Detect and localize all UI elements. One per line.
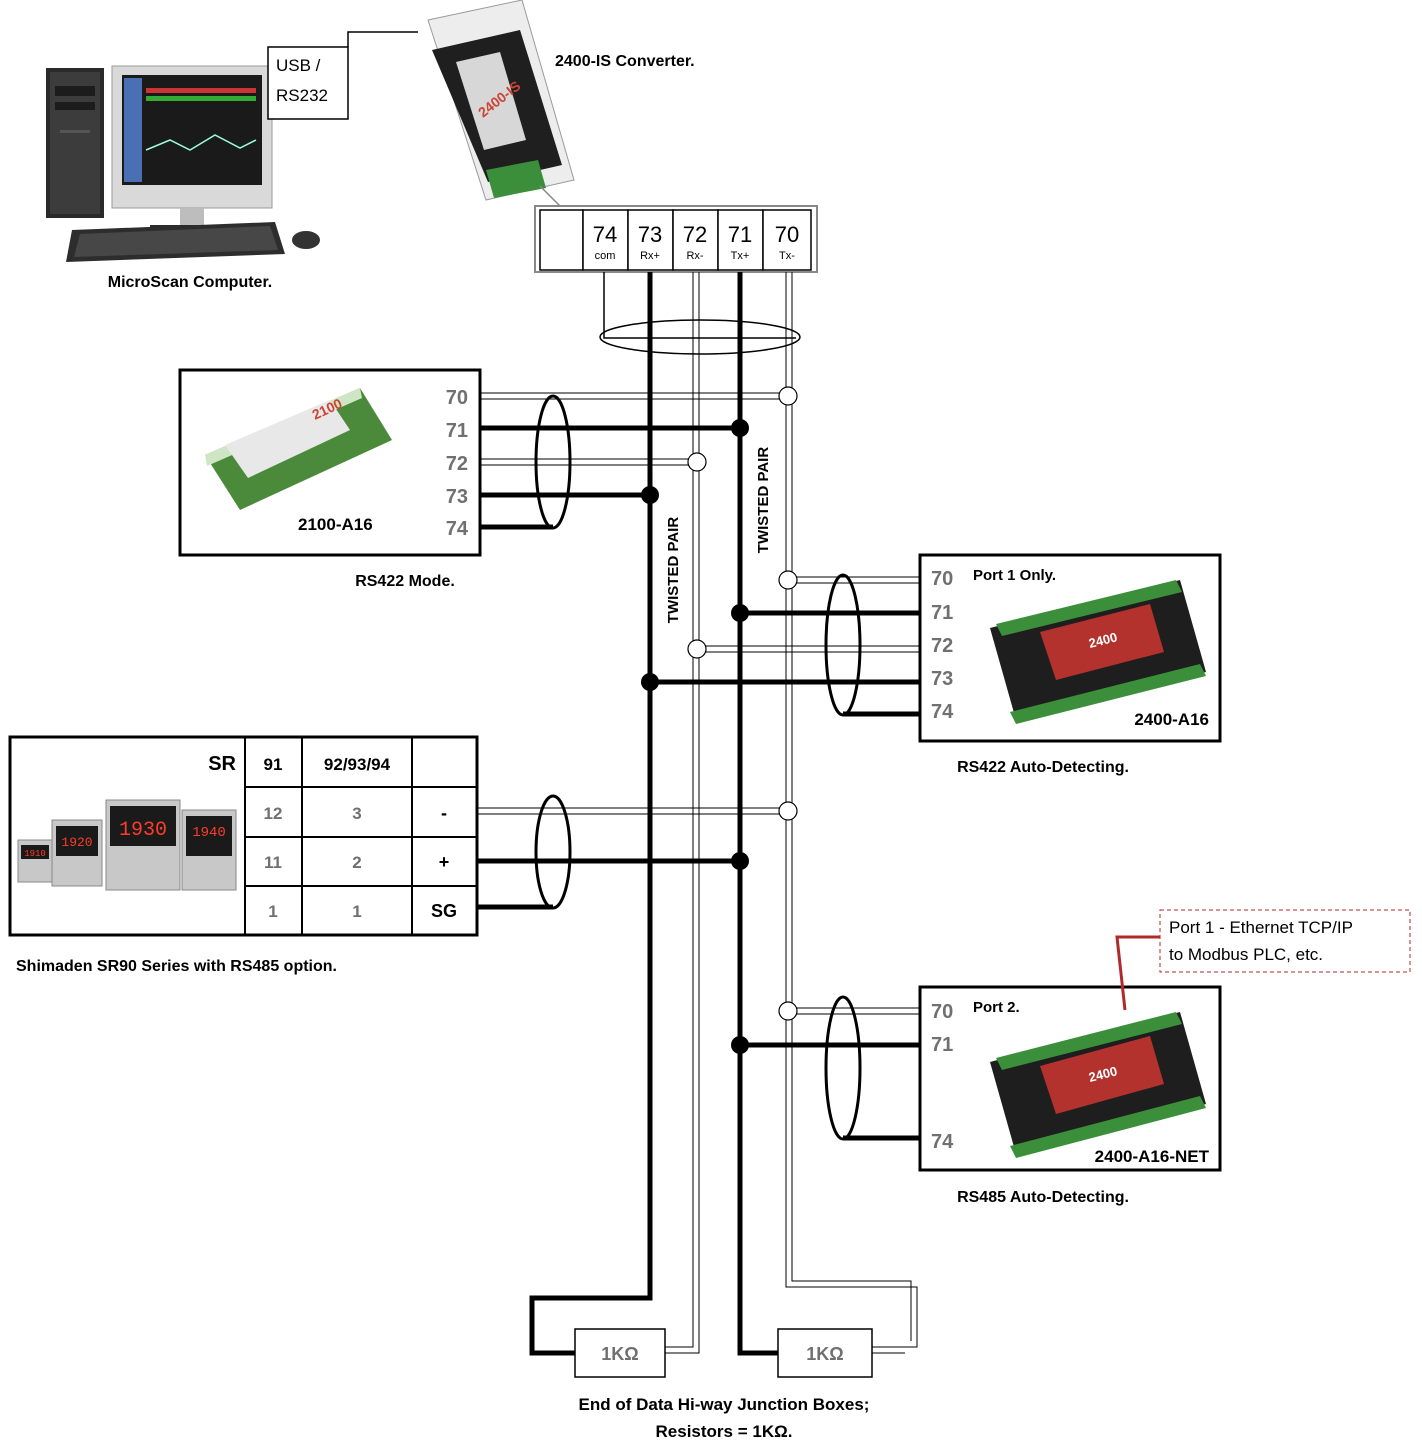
device-2400-name: 2400-A16 <box>1134 710 1209 729</box>
terminal-73-number: 73 <box>638 222 662 247</box>
computer-illustration: MicroScan Computer. <box>46 65 320 291</box>
device-2400-a16-net: 2400 Port 2. 70 71 74 2400-A16-NET RS485… <box>918 985 1222 1206</box>
device-2400-a16: 2400 Port 1 Only. 70 71 72 73 74 2400-A1… <box>918 553 1222 776</box>
twisted-pair-label-right: TWISTED PAIR <box>755 447 772 554</box>
device-2400-wiring <box>650 570 920 717</box>
shimaden-cell: 1 <box>268 902 277 921</box>
terminal-71-number: 71 <box>728 222 752 247</box>
device-net-terminal-71: 71 <box>931 1034 953 1056</box>
device-net-badge: 2400 <box>1087 1063 1119 1085</box>
usb-link: USB / RS232 <box>267 31 418 120</box>
shimaden-signal-minus: - <box>441 803 447 823</box>
terminal-72-label: Rx- <box>686 250 703 262</box>
shimaden-display-2: 1920 <box>61 835 92 850</box>
rs232-label: RS232 <box>276 86 328 105</box>
device-2400-caption: RS422 Auto-Detecting. <box>957 759 1129 776</box>
termination-resistors: 1KΩ 1KΩ End of Data Hi-way Junction Boxe… <box>574 1328 873 1441</box>
converter-caption: 2400-IS Converter. <box>555 53 695 70</box>
device-2100-wiring <box>480 386 798 530</box>
ethernet-callout: Port 1 - Ethernet TCP/IP to Modbus PLC, … <box>1115 909 1411 1011</box>
device-net-caption: RS485 Auto-Detecting. <box>957 1189 1129 1206</box>
terminal-70-number: 70 <box>775 222 799 247</box>
device-net-name: 2400-A16-NET <box>1095 1147 1210 1166</box>
shimaden-cell: 1 <box>352 902 361 921</box>
device-2100-terminal-70: 70 <box>446 387 468 409</box>
terminal-70-label: Tx- <box>779 250 795 262</box>
terminal-74-label: com <box>595 250 616 262</box>
twisted-pair-label-left: TWISTED PAIR <box>665 517 682 624</box>
resistor-caption-line-1: End of Data Hi-way Junction Boxes; <box>579 1395 870 1414</box>
shimaden-block: 1930 1920 1940 1910 SR 91 92/93/94 12 3 … <box>8 735 479 975</box>
converter-illustration: 2400-IS 2400-IS Converter. <box>427 0 695 207</box>
resistor-caption-line-2: Resistors = 1KΩ. <box>656 1422 793 1441</box>
shimaden-cell: 3 <box>352 804 361 823</box>
device-2100-terminal-71: 71 <box>446 420 468 442</box>
usb-label: USB / <box>276 56 321 75</box>
resistor-right-value: 1KΩ <box>806 1344 843 1364</box>
device-2400-terminal-71: 71 <box>931 602 953 624</box>
converter-terminal-strip: 74 com 73 Rx+ 72 Rx- 71 Tx+ 70 Tx- <box>534 205 818 273</box>
device-2100-caption: RS422 Mode. <box>355 573 455 590</box>
shimaden-display-1: 1930 <box>119 819 167 842</box>
shimaden-wiring <box>477 794 798 910</box>
shimaden-header-sr: SR <box>208 753 236 775</box>
device-net-note: Port 2. <box>973 999 1020 1016</box>
junction-dots <box>641 419 749 1054</box>
device-2400-badge: 2400 <box>1087 629 1119 651</box>
device-2100-terminal-73: 73 <box>446 486 468 508</box>
device-2100-terminal-74: 74 <box>446 518 469 540</box>
device-2400-terminal-72: 72 <box>931 635 953 657</box>
device-net-terminal-74: 74 <box>931 1131 954 1153</box>
device-2400-terminal-70: 70 <box>931 568 953 590</box>
terminal-73-label: Rx+ <box>640 250 660 262</box>
device-net-terminal-70: 70 <box>931 1001 953 1023</box>
device-2400-terminal-74: 74 <box>931 701 954 723</box>
shimaden-header-92-94: 92/93/94 <box>324 755 391 774</box>
terminal-72-number: 72 <box>683 222 707 247</box>
terminal-71-label: Tx+ <box>731 250 750 262</box>
resistor-left-value: 1KΩ <box>601 1344 638 1364</box>
terminal-74-number: 74 <box>593 222 617 247</box>
device-2400-terminal-73: 73 <box>931 668 953 690</box>
device-net-wiring <box>740 995 920 1141</box>
computer-caption: MicroScan Computer. <box>108 274 272 291</box>
bus-wires <box>529 272 918 1356</box>
shimaden-signal-plus: + <box>439 852 450 872</box>
ethernet-line-2: to Modbus PLC, etc. <box>1169 945 1323 964</box>
shimaden-cell: 2 <box>352 853 361 872</box>
device-2100-name: 2100-A16 <box>298 515 373 534</box>
shimaden-display-3: 1940 <box>192 825 226 841</box>
device-2400-note: Port 1 Only. <box>973 567 1056 584</box>
device-2100-a16: 2100 2100-A16 70 71 72 73 74 RS422 Mode. <box>178 368 482 590</box>
device-2100-terminal-72: 72 <box>446 453 468 475</box>
shimaden-header-91: 91 <box>264 755 283 774</box>
shimaden-cell: 12 <box>264 804 283 823</box>
shimaden-cell: 11 <box>264 853 282 872</box>
shimaden-display-4: 1910 <box>24 849 46 859</box>
shimaden-caption: Shimaden SR90 Series with RS485 option. <box>16 958 337 975</box>
shimaden-signal-sg: SG <box>431 901 457 921</box>
ethernet-line-1: Port 1 - Ethernet TCP/IP <box>1169 918 1353 937</box>
